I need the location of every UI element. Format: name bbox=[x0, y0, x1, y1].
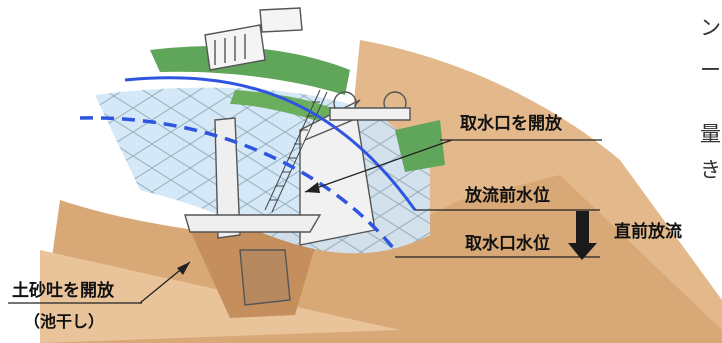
grass-strip-upper bbox=[150, 46, 350, 95]
sediment-gate-open-label: 土砂吐を開放 bbox=[12, 281, 114, 301]
pond-drying-label: （池干し） bbox=[24, 312, 105, 331]
edge-text-4: き bbox=[700, 158, 721, 182]
front-slope bbox=[40, 250, 400, 343]
intake-water-line bbox=[79, 116, 397, 252]
grass-strip-right bbox=[395, 120, 445, 172]
intake-leader bbox=[304, 139, 453, 193]
pre-release-water-line bbox=[124, 76, 417, 211]
edge-text-1: ン bbox=[700, 16, 721, 40]
intake-open-label: 取水口を開放 bbox=[460, 114, 562, 134]
intake-level-label: 取水口水位 bbox=[465, 234, 550, 254]
release-arrow bbox=[568, 211, 597, 260]
staircase bbox=[264, 89, 328, 213]
sediment-gate bbox=[184, 117, 322, 306]
immediate-release-label: 直前放流 bbox=[614, 222, 682, 242]
upper-gate bbox=[204, 7, 303, 71]
edge-text-2: ー bbox=[700, 58, 721, 82]
edge-text-3: 量 bbox=[700, 122, 721, 146]
pre-release-level-label: 放流前水位 bbox=[465, 186, 550, 206]
